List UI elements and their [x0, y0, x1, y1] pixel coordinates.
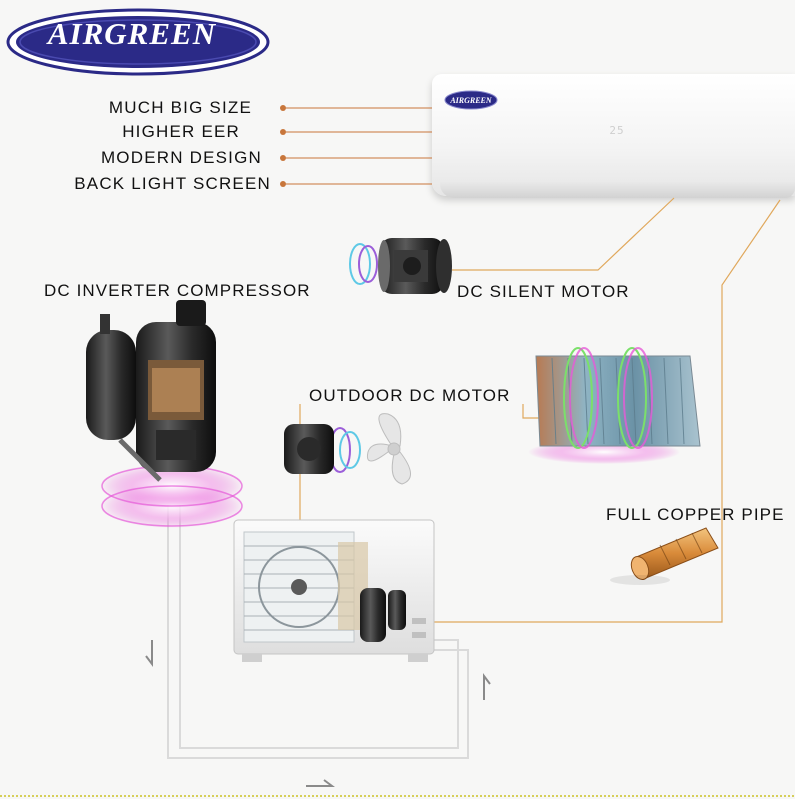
- feature-higher-eer: HIGHER EER: [122, 122, 240, 141]
- feature-back-light-screen: BACK LIGHT SCREEN: [74, 174, 271, 193]
- label-full-copper-pipe: FULL COPPER PIPE: [606, 505, 785, 524]
- copper-pipe-icon: [610, 527, 719, 585]
- indoor-unit-icon: [432, 74, 795, 196]
- outdoor-dc-motor-icon: [284, 424, 361, 474]
- feature-dot: [280, 129, 286, 135]
- indoor-unit-vent: [440, 182, 795, 198]
- brand-logo-text: AIRGREEN: [47, 16, 217, 51]
- feature-dot: [280, 155, 286, 161]
- dc-silent-motor-icon: [349, 238, 452, 294]
- indoor-unit-logo: [444, 90, 498, 110]
- compressor-icon: [86, 300, 244, 528]
- back-light-screen: 25: [609, 123, 625, 137]
- brand-logo: [6, 8, 270, 76]
- feature-dot: [280, 181, 286, 187]
- indoor-unit-logo-text: AIRGREEN: [450, 95, 492, 105]
- feature-much-big-size: MUCH BIG SIZE: [108, 98, 252, 117]
- label-dc-inverter-compressor: DC INVERTER COMPRESSOR: [44, 281, 311, 300]
- feature-dot: [280, 105, 286, 111]
- flow-arrow-icon: [145, 640, 491, 787]
- feature-leader-lines: [286, 107, 432, 185]
- label-outdoor-dc-motor: OUTDOOR DC MOTOR: [309, 386, 511, 405]
- refrigerant-loop: [167, 505, 469, 759]
- heat-exchanger-icon: [528, 347, 701, 464]
- outdoor-unit-icon: [233, 519, 435, 662]
- fan-blade-icon: [366, 413, 411, 485]
- feature-modern-design: MODERN DESIGN: [100, 148, 262, 167]
- label-dc-silent-motor: DC SILENT MOTOR: [457, 282, 630, 301]
